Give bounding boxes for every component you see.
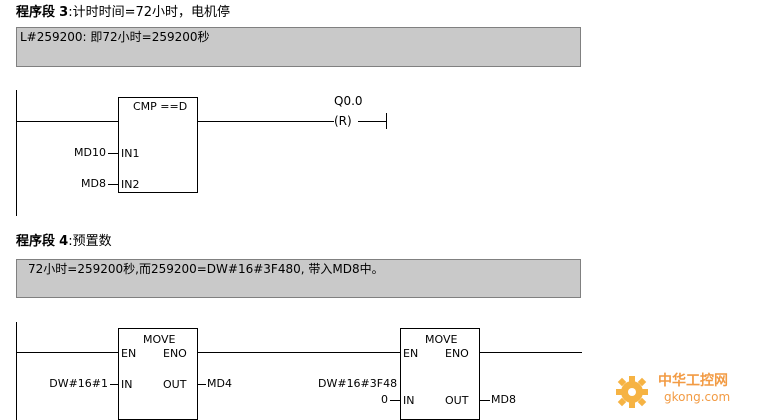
move-1-in-operand[interactable]: DW#16#1 xyxy=(49,377,108,390)
move-2-eno-pin: ENO xyxy=(445,347,469,360)
move-2-in-operand[interactable]: 0 xyxy=(381,393,388,406)
gear-icon xyxy=(616,376,648,408)
move-1-out-pin: OUT xyxy=(163,378,187,391)
move-box-2[interactable]: MOVE EN ENO IN OUT xyxy=(400,328,480,420)
network-4-sep: : xyxy=(68,234,73,249)
network-3-rung-mid xyxy=(198,121,334,122)
move-1-out-wire xyxy=(198,384,206,385)
network-3-rung-end xyxy=(386,113,387,129)
cmp-d-box[interactable]: CMP ==D IN1 IN2 xyxy=(118,97,198,193)
coil-address[interactable]: Q0.0 xyxy=(334,94,363,108)
reset-coil[interactable]: (R) xyxy=(334,114,352,128)
move-2-out-pin: OUT xyxy=(445,394,469,407)
cmp-in2-operand[interactable]: MD8 xyxy=(81,177,106,190)
network-4-comment-text: 72小时=259200秒,而259200=DW#16#3F480, 带入MD8中… xyxy=(28,262,384,276)
network-3-comment[interactable]: L#259200: 即72小时=259200秒 xyxy=(16,27,581,67)
move-1-eno-pin: ENO xyxy=(163,347,187,360)
move-1-en-pin: EN xyxy=(121,347,137,360)
network-4-comment[interactable]: 72小时=259200秒,而259200=DW#16#3F480, 带入MD8中… xyxy=(16,259,581,298)
network-4-number: 4 xyxy=(59,234,69,249)
network-3-title-text: 计时时间=72小时，电机停 xyxy=(72,5,231,20)
move-1-in-wire xyxy=(110,384,118,385)
cmp-in1-operand[interactable]: MD10 xyxy=(74,146,106,159)
gkong-watermark: 中华工控网 gkong.com xyxy=(612,362,762,414)
watermark-brand: 中华工控网 xyxy=(658,373,728,389)
cmp-in1-pin: IN1 xyxy=(121,147,140,160)
network-3-rung-left xyxy=(16,121,118,122)
network-3-comment-text: L#259200: 即72小时=259200秒 xyxy=(20,30,210,44)
network-3-number: 3 xyxy=(59,5,69,20)
move-2-in-pin: IN xyxy=(403,394,415,407)
network-3-rung-right xyxy=(358,121,386,122)
move-2-in-wire xyxy=(390,400,400,401)
move-2-en-pin: EN xyxy=(403,347,419,360)
network-4-title: 程序段 4:预置数 xyxy=(16,234,112,250)
network-4-title-text: 预置数 xyxy=(72,234,112,249)
cmp-d-box-title: CMP ==D xyxy=(133,100,188,113)
network-4-power-rail xyxy=(16,322,17,420)
watermark-site: gkong.com xyxy=(664,390,731,404)
move-2-out-wire xyxy=(480,400,490,401)
move-2-en-operand[interactable]: DW#16#3F48 xyxy=(318,377,398,390)
move-1-title: MOVE xyxy=(143,333,176,346)
network-4-rung-left xyxy=(16,352,118,353)
network-4-rung-mid xyxy=(198,352,400,353)
move-1-out-operand[interactable]: MD4 xyxy=(207,377,232,390)
network-3-power-rail xyxy=(16,90,17,216)
network-4-rung-right xyxy=(480,352,582,353)
cmp-in1-wire xyxy=(108,153,118,154)
move-box-1[interactable]: MOVE EN ENO IN OUT xyxy=(118,328,198,420)
network-3-sep: : xyxy=(68,5,73,20)
cmp-in2-pin: IN2 xyxy=(121,178,140,191)
move-2-title: MOVE xyxy=(425,333,458,346)
cmp-in2-wire xyxy=(108,184,118,185)
network-3-title: 程序段 3:计时时间=72小时，电机停 xyxy=(16,5,230,21)
network-3-prefix: 程序段 xyxy=(16,5,56,20)
move-2-out-operand[interactable]: MD8 xyxy=(491,393,516,406)
move-1-in-pin: IN xyxy=(121,378,133,391)
network-4-prefix: 程序段 xyxy=(16,234,56,249)
